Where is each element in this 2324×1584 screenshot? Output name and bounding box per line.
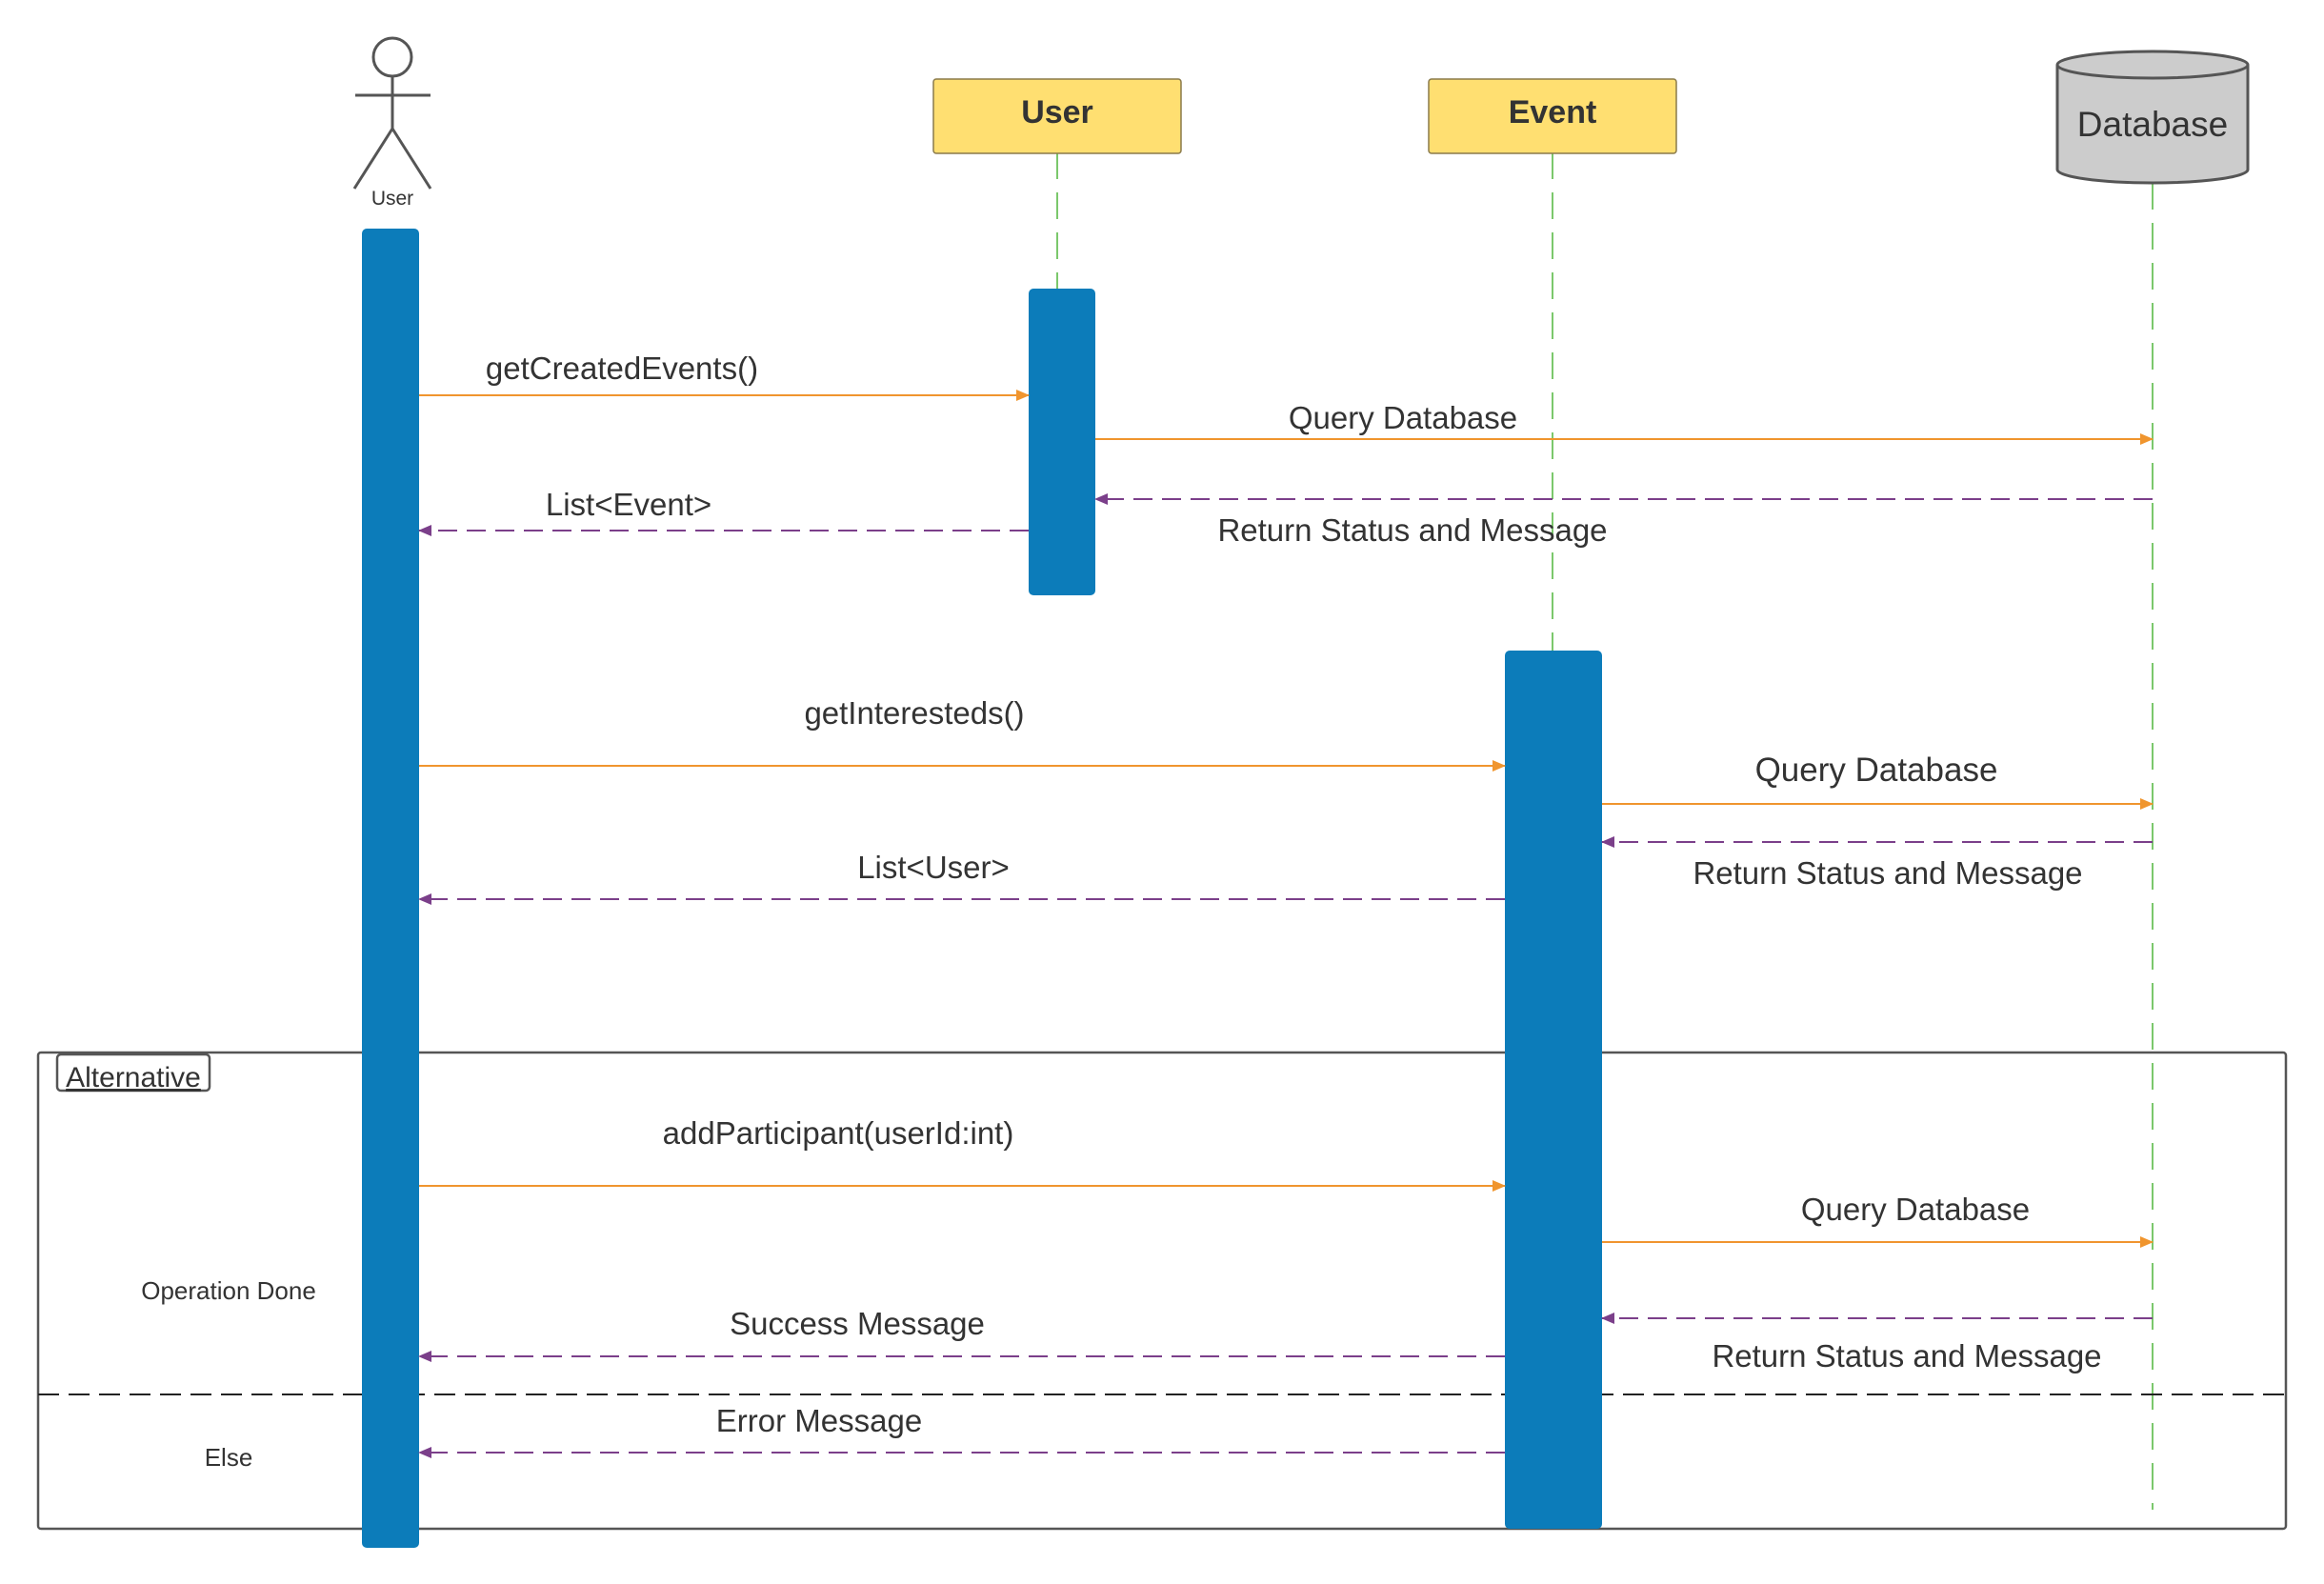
event-activation-bar (1505, 651, 1602, 1529)
message-label-query-database-2: Query Database (1755, 752, 1998, 789)
return-label-list-event: List<Event> (546, 487, 711, 522)
message-label-query-database-1: Query Database (1289, 400, 1517, 435)
user-activation-bar (1029, 289, 1095, 595)
message-label-add-participant: addParticipant(userId:int) (663, 1115, 1014, 1151)
return-label-status-2: Return Status and Message (1693, 855, 2082, 891)
alt-fragment-type: Alternative (66, 1062, 201, 1093)
alt-fragment-frame (36, 1051, 2288, 1531)
database-label: Database (2077, 105, 2228, 144)
alt-fragment-tag (55, 1053, 211, 1093)
message-label-query-database-3: Query Database (1801, 1192, 2030, 1227)
alt-guard-operation-done: Operation Done (141, 1276, 316, 1305)
actor-figure (352, 36, 432, 190)
return-label-status-1: Return Status and Message (1217, 512, 1607, 548)
event-participant-label: Event (1509, 94, 1597, 130)
return-label-status-3: Return Status and Message (1712, 1338, 2101, 1373)
actor-label: User (371, 188, 413, 210)
user-participant-label: User (1021, 94, 1093, 130)
user-participant-box (932, 78, 1182, 154)
return-label-list-user: List<User> (857, 850, 1010, 885)
event-participant-box (1428, 78, 1677, 154)
return-label-success-message: Success Message (730, 1306, 985, 1341)
message-label-get-created-events: getCreatedEvents() (486, 351, 758, 386)
database-cylinder (2055, 50, 2250, 185)
message-label-get-interesteds: getInteresteds() (804, 695, 1024, 731)
actor-activation-bar (362, 229, 419, 1548)
alt-guard-else: Else (205, 1443, 253, 1472)
return-label-error-message: Error Message (716, 1403, 922, 1438)
